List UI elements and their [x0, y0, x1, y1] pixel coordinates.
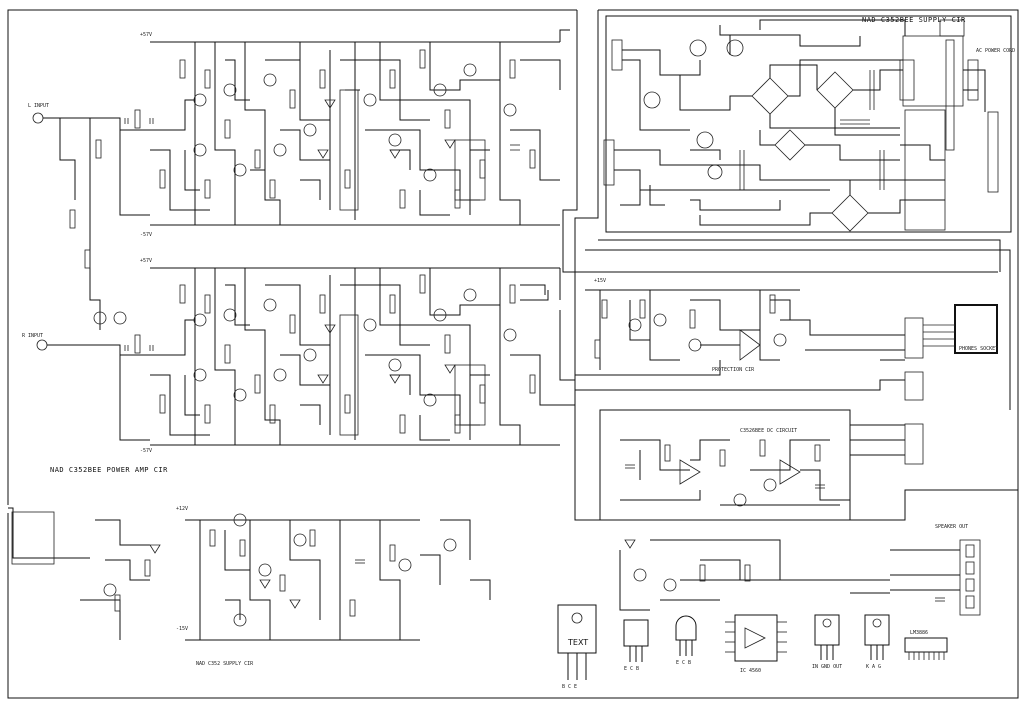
rail-naux-label: -15V: [176, 626, 188, 632]
left-input-label: L INPUT: [28, 103, 49, 109]
package-to220-b-pins: K A G: [866, 664, 881, 670]
package-to126-pins: E C B: [624, 666, 639, 672]
dc-detect-title: C3526BEE DC CIRCUIT: [740, 428, 797, 434]
package-to3p-label: TEXT: [567, 638, 588, 647]
package-to220-b: K A G: [864, 614, 890, 670]
aux-supply-section: NAD C352 SUPPLY CIR +12V -15V: [11, 506, 491, 667]
package-to3p: TEXT B C E: [557, 604, 597, 690]
main-frame: [7, 9, 1019, 699]
rail-aux-label-2: +12V: [176, 506, 188, 512]
power-amp-title: NAD C352BEE POWER AMP CIR: [50, 466, 168, 474]
rail-pos-label-1: +57V: [140, 32, 152, 38]
phones-socket-label: PHONES SOCKET: [959, 346, 998, 352]
speaker-out-label: SPEAKER OUT: [935, 524, 968, 530]
rail-aux-label: +15V: [594, 278, 606, 284]
package-to92-pins: E C B: [676, 660, 691, 666]
package-dip8-label: IC 4560: [740, 668, 761, 674]
dc-detect-section: C3526BEE DC CIRCUIT: [599, 409, 905, 521]
power-amp-lower: [47, 267, 575, 446]
left-input-jack: [32, 112, 44, 124]
package-to220-a: IN GND OUT: [812, 614, 842, 670]
right-input-label: R INPUT: [22, 333, 43, 339]
rail-neg-label-2: -57V: [140, 448, 152, 454]
package-sip-label: LM3886: [910, 630, 928, 636]
package-dip8: IC 4560: [725, 614, 787, 674]
rail-neg-label-1: -57V: [140, 232, 152, 238]
package-legend: TEXT B C E E C B E C B IC 4560: [557, 604, 948, 690]
package-to220-a-pins: IN GND OUT: [812, 664, 842, 670]
package-sip: LM3886: [904, 630, 948, 660]
aux-title: NAD C352 SUPPLY CIR: [196, 661, 254, 667]
protection-section: PROTECTION CIR +15V: [575, 278, 998, 465]
package-to126: E C B: [623, 619, 649, 672]
speaker-out-section: SPEAKER OUT: [619, 524, 981, 616]
supply-title: NAD C352BEE SUPPLY CIR: [862, 16, 966, 24]
ac-cord-label: AC POWER CORD: [976, 48, 1015, 54]
package-to3p-pins: B C E: [562, 684, 577, 690]
supply-section: NAD C352BEE SUPPLY CIR AC POWER CORD: [603, 15, 1015, 233]
right-input-jack: [36, 339, 48, 351]
protection-title: PROTECTION CIR: [712, 367, 755, 373]
rail-pos-label-2: +57V: [140, 258, 152, 264]
power-amp-upper: NAD C352BEE POWER AMP CIR L INPUT R INPU…: [22, 29, 570, 474]
package-to92: E C B: [675, 615, 697, 666]
